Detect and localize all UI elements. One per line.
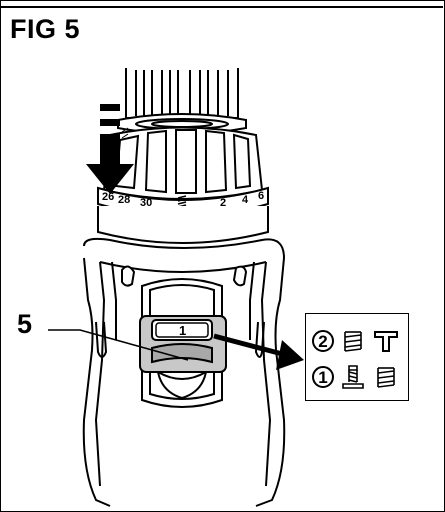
circled-number: 1: [312, 366, 334, 388]
chuck-top: [125, 68, 239, 119]
dial-number: 4: [242, 194, 249, 206]
figure-title: FIG 5: [10, 14, 81, 44]
pointer-arrow: [213, 333, 304, 370]
mode-legend: 2 1: [305, 313, 409, 401]
drill-bit-icon: [377, 367, 395, 388]
lower-collar: [97, 206, 269, 244]
dial-number: 28: [118, 194, 130, 206]
side-vent: [121, 265, 248, 287]
hammer-icon: [374, 331, 398, 352]
selector-value: 1: [179, 323, 186, 338]
down-arrow-icon: [86, 104, 134, 194]
drill-bit-icon: [344, 331, 362, 352]
motion-dashes: [121, 127, 129, 139]
legend-row-mode-2: 2: [312, 326, 400, 356]
dial-number: 6: [258, 190, 264, 202]
dial-number: 26: [102, 191, 114, 203]
circled-number: 2: [312, 330, 334, 352]
mode-selector-switch[interactable]: [139, 315, 227, 373]
drill-body: [82, 237, 286, 507]
handle-grip: [157, 371, 207, 400]
side-slots: [95, 321, 265, 358]
screw-icon: [342, 365, 364, 389]
dial-number: 2: [220, 197, 226, 209]
legend-row-mode-1: 1: [312, 362, 400, 392]
callout-leader-line: [48, 329, 189, 361]
torque-collar: [102, 126, 264, 200]
callout-number: 5: [17, 309, 33, 339]
top-border: [0, 0, 443, 8]
